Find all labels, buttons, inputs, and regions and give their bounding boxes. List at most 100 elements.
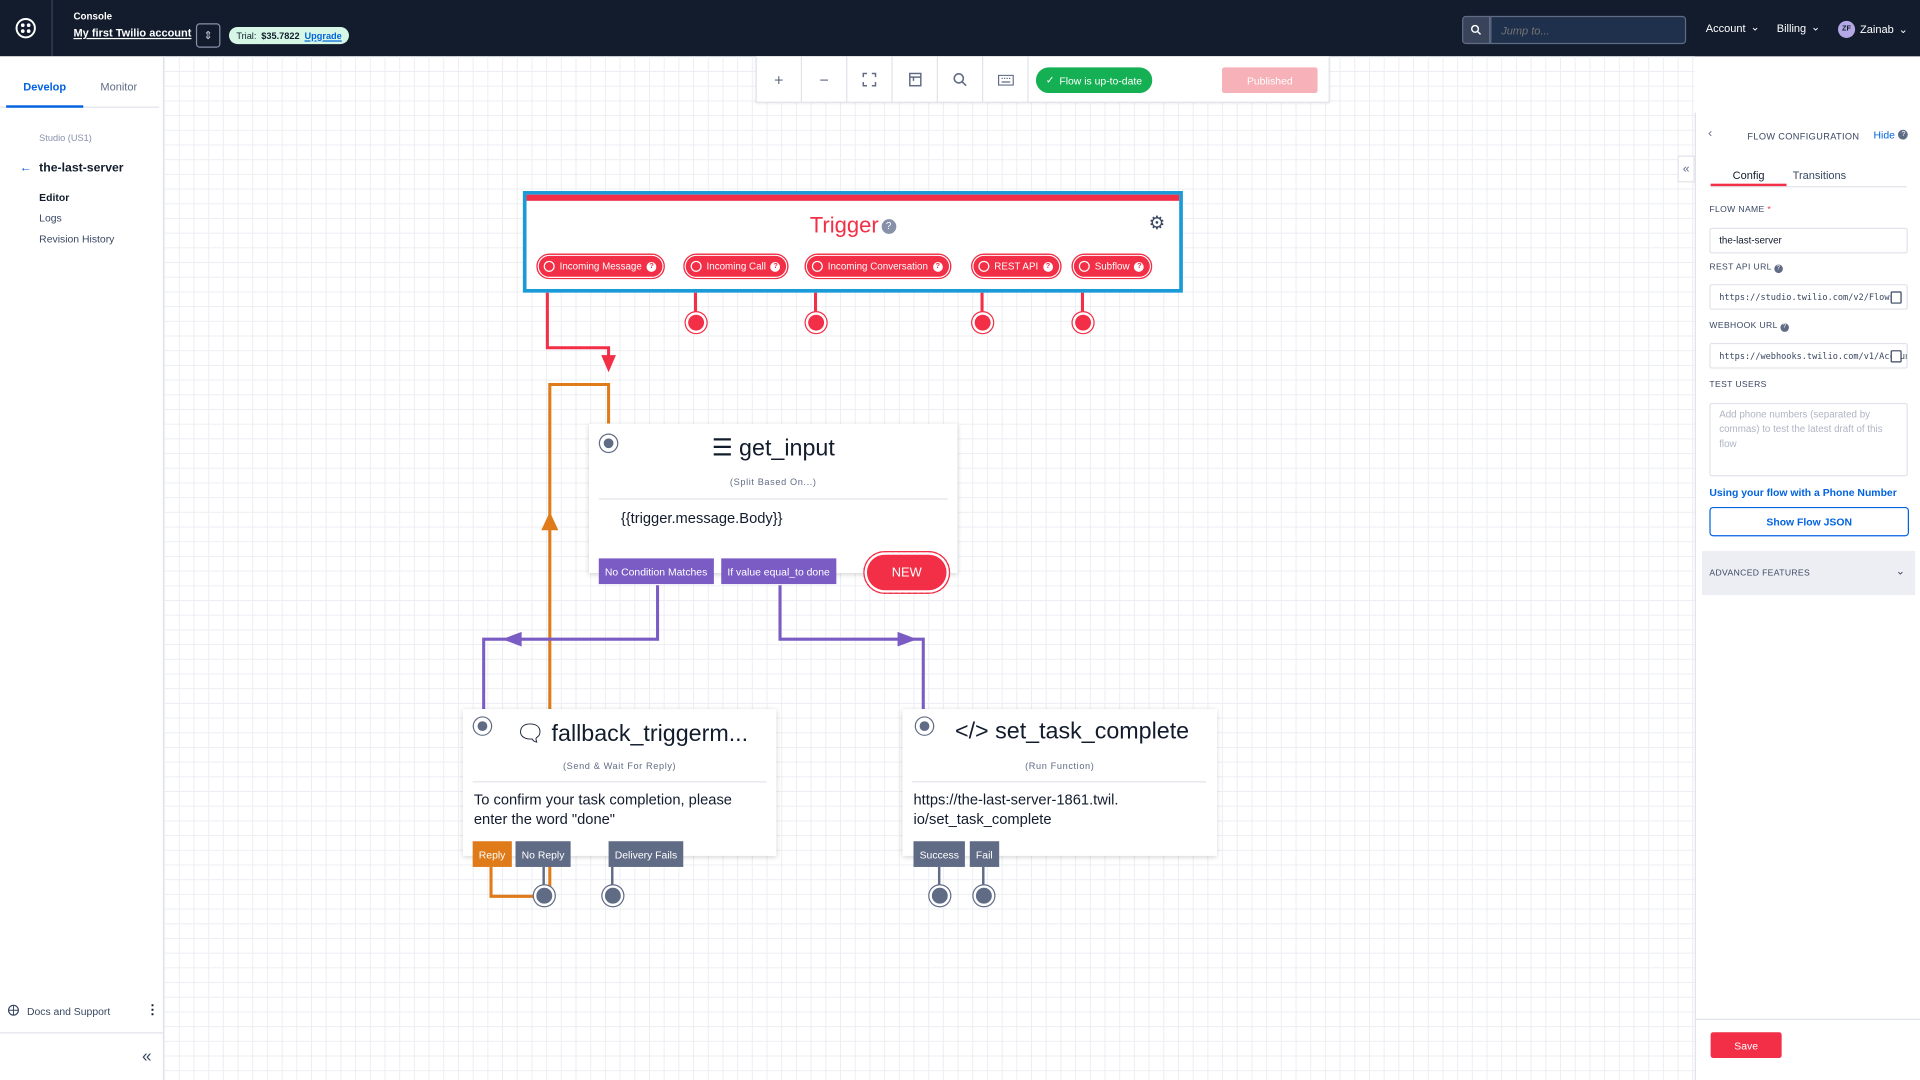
transition-handle[interactable] — [536, 887, 553, 904]
chevron-down-icon: ⌄ — [1811, 20, 1821, 34]
transition-handle[interactable] — [975, 887, 992, 904]
search-icon[interactable] — [947, 66, 974, 93]
search-icon[interactable] — [1462, 15, 1491, 45]
plus-icon[interactable]: + — [774, 70, 784, 89]
toolbar-divider — [1027, 56, 1029, 103]
copy-icon[interactable] — [1890, 291, 1902, 304]
user-menu[interactable]: ZF Zainab ⌄ — [1837, 20, 1908, 38]
transition-handle[interactable] — [974, 314, 991, 331]
advanced-features-section[interactable]: ADVANCED FEATURES ⌄ — [1702, 551, 1916, 596]
show-flow-json-button[interactable]: Show Flow JSON — [1709, 506, 1909, 537]
connector-ring-icon — [1078, 260, 1090, 272]
trial-balance: $35.7822 — [261, 30, 300, 42]
widget-body: {{trigger.message.Body}} — [620, 509, 783, 527]
rest-api-url-field[interactable]: https://studio.twilio.com/v2/Flows/ — [1709, 284, 1908, 310]
toolbar-divider — [936, 56, 938, 103]
collapse-panel-icon[interactable]: « — [1677, 155, 1695, 183]
tab-transitions[interactable]: Transitions — [1792, 168, 1847, 182]
widget-set-task-complete[interactable]: </> set_task_complete (Run Function) htt… — [902, 708, 1218, 856]
publish-button[interactable]: Published — [1222, 67, 1318, 94]
widget-title-text: get_input — [739, 435, 835, 462]
transition-reply[interactable]: Reply — [472, 841, 512, 867]
flow-name-field[interactable]: the-last-server — [1709, 227, 1908, 254]
chevron-down-icon: ⌄ — [1895, 564, 1906, 577]
transition-handle[interactable] — [808, 314, 825, 331]
account-name-link[interactable]: My first Twilio account — [73, 26, 192, 40]
help-icon: ? — [646, 261, 657, 272]
docs-and-support-link[interactable]: Docs and Support — [7, 1004, 110, 1019]
widget-title-text: fallback_triggerm... — [551, 721, 749, 747]
widget-divider — [598, 498, 948, 500]
topbar-divider — [51, 0, 53, 57]
widget-fallback-triggermessage[interactable]: 🗨 fallback_triggerm... (Send & Wait For … — [462, 708, 777, 856]
split-icon: ☰ — [711, 435, 733, 462]
account-switcher-icon[interactable]: ⇕ — [195, 23, 221, 48]
fit-screen-icon[interactable] — [856, 66, 883, 93]
transition-incoming-call[interactable]: Incoming Call? — [683, 253, 790, 280]
transition-success[interactable]: Success — [913, 841, 966, 867]
required-marker: * — [1767, 205, 1772, 215]
twilio-logo-icon[interactable] — [12, 15, 39, 42]
jump-to-search-input[interactable] — [1490, 15, 1687, 45]
tab-develop[interactable]: Develop — [23, 80, 67, 94]
webhook-url-value: https://webhooks.twilio.com/v1/Accounts/ — [1719, 350, 1908, 361]
transition-handle[interactable] — [604, 887, 621, 904]
new-transition-button[interactable]: NEW — [863, 551, 951, 594]
chevron-left-icon[interactable]: ‹ — [1708, 127, 1713, 141]
tab-config[interactable]: Config — [1732, 168, 1765, 182]
hide-label: Hide — [1873, 128, 1895, 141]
widget-input-handle[interactable] — [915, 717, 934, 735]
advanced-features-label: ADVANCED FEATURES — [1709, 568, 1811, 578]
back-arrow-icon[interactable]: ← — [19, 161, 32, 176]
more-options-icon[interactable]: ⋮ — [145, 1002, 160, 1018]
upgrade-link[interactable]: Upgrade — [304, 30, 342, 42]
message-bubble-icon: 🗨 — [515, 721, 546, 747]
transition-incoming-message[interactable]: Incoming Message? — [536, 253, 666, 280]
test-users-textarea[interactable]: Add phone numbers (separated by commas) … — [1709, 402, 1908, 477]
transition-if-value-equal-to-done[interactable]: If value equal_to done — [721, 558, 836, 585]
transition-handle[interactable] — [931, 887, 948, 904]
connector-ring-icon — [543, 260, 555, 272]
transition-no-condition-matches[interactable]: No Condition Matches — [598, 558, 714, 585]
left-sidebar: Develop Monitor Studio (US1) ← the-last-… — [0, 56, 165, 1080]
webhook-url-label: WEBHOOK URL? — [1709, 322, 1789, 332]
toolbar-divider — [891, 56, 893, 103]
webhook-url-field[interactable]: https://webhooks.twilio.com/v1/Accounts/ — [1709, 342, 1908, 369]
sidebar-item-editor[interactable]: Editor — [39, 191, 70, 204]
sidebar-item-logs[interactable]: Logs — [39, 211, 62, 225]
connector-ring-icon — [811, 260, 823, 272]
bookmark-icon[interactable] — [901, 66, 928, 93]
settings-gear-icon[interactable]: ⚙ — [1148, 213, 1166, 234]
account-menu[interactable]: Account ⌄ — [1706, 21, 1760, 34]
transition-subflow[interactable]: Subflow? — [1071, 253, 1153, 280]
widget-get-input[interactable]: ☰ get_input (Split Based On...) {{trigge… — [588, 423, 958, 574]
transition-incoming-conversation[interactable]: Incoming Conversation? — [804, 253, 952, 280]
widget-input-handle[interactable] — [600, 434, 618, 452]
transition-label: Incoming Conversation — [827, 260, 928, 272]
collapse-sidebar-icon[interactable]: « — [142, 1045, 152, 1066]
sidebar-item-revision-history[interactable]: Revision History — [39, 232, 115, 245]
transition-rest-api[interactable]: REST API? — [971, 253, 1062, 280]
transition-handle[interactable] — [688, 314, 705, 331]
minus-icon[interactable]: − — [819, 70, 829, 89]
test-users-label: TEST USERS — [1709, 380, 1767, 390]
flow-configuration-panel: ‹ FLOW CONFIGURATION Hide? Config Transi… — [1694, 112, 1920, 1080]
help-icon[interactable]: ? — [881, 219, 896, 235]
keyboard-icon[interactable] — [992, 66, 1019, 93]
console-label: Console — [73, 11, 113, 23]
toolbar-divider — [846, 56, 848, 103]
copy-icon[interactable] — [1890, 350, 1902, 363]
phone-number-link[interactable]: Using your flow with a Phone Number — [1709, 486, 1897, 499]
tab-monitor[interactable]: Monitor — [100, 80, 138, 94]
transition-fail[interactable]: Fail — [969, 841, 999, 867]
docs-label: Docs and Support — [26, 1005, 111, 1018]
transition-handle[interactable] — [1075, 314, 1092, 331]
billing-menu[interactable]: Billing ⌄ — [1777, 21, 1821, 34]
widget-input-handle[interactable] — [473, 717, 492, 735]
transition-delivery-fails[interactable]: Delivery Fails — [608, 841, 684, 867]
trigger-widget[interactable]: Trigger? ⚙ Incoming Message? Incoming Ca… — [522, 191, 1183, 293]
hide-panel-link[interactable]: Hide? — [1873, 128, 1909, 141]
transition-no-reply[interactable]: No Reply — [515, 841, 571, 867]
widget-type: (Run Function) — [1025, 760, 1095, 772]
save-button[interactable]: Save — [1710, 1032, 1782, 1058]
